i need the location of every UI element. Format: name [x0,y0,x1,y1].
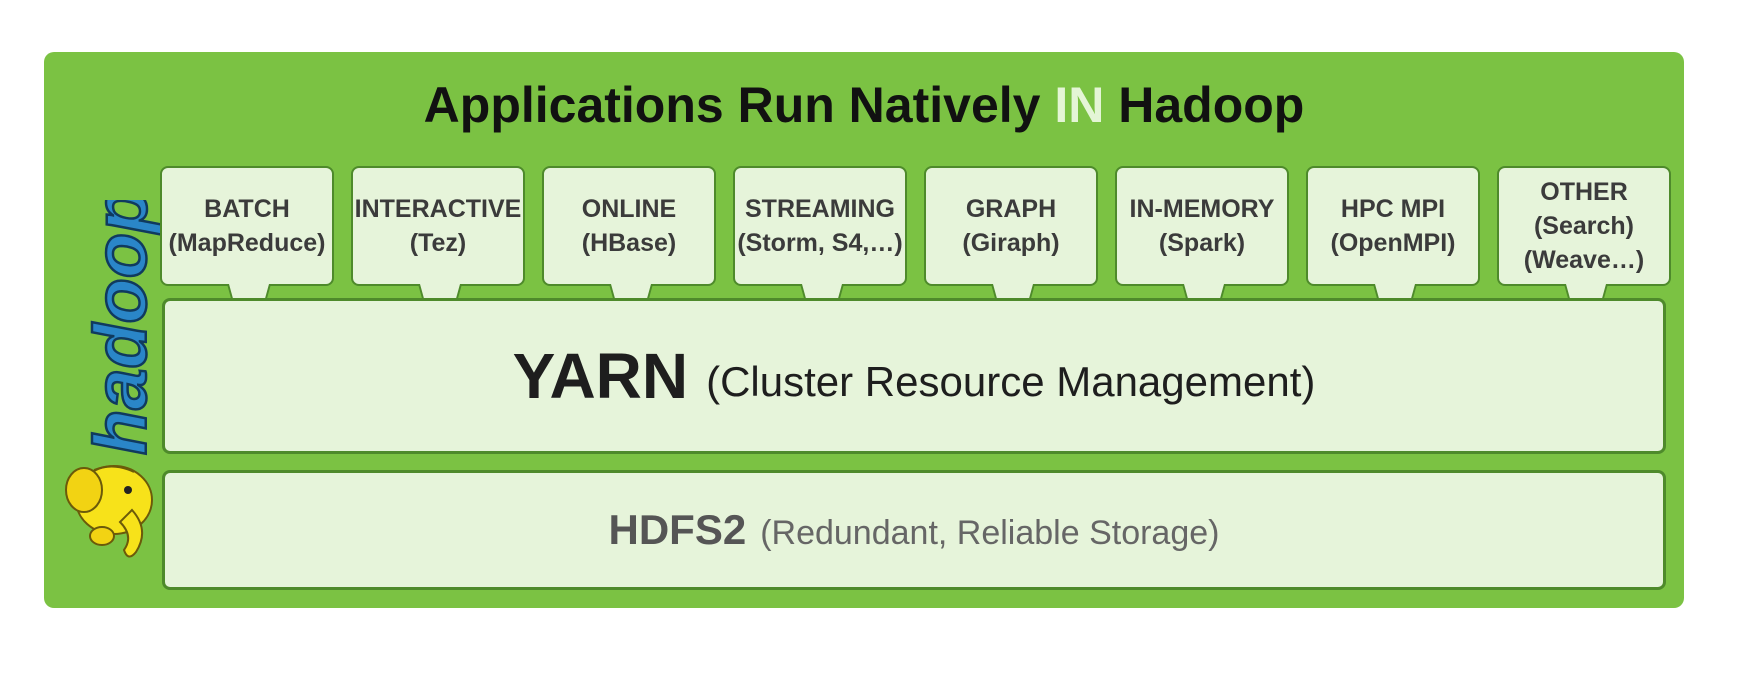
app-box-online: ONLINE (HBase) [542,166,716,319]
app-other-engine-search: (Search) [1533,212,1635,240]
app-streaming-name: STREAMING [745,195,895,223]
app-hpc-mpi-name: HPC MPI [1340,195,1446,223]
hadoop-elephant-icon [65,465,153,558]
app-streaming-engine: (Storm, S4,…) [737,229,903,257]
app-hpc-mpi-engine: (OpenMPI) [1330,229,1456,257]
hadoop-logo: hadoop [54,187,184,570]
app-box-in-memory: IN-MEMORY (Spark) [1115,166,1289,319]
title-part2: Hadoop [1104,77,1305,133]
app-in-memory-engine: (Spark) [1158,229,1246,257]
hdfs-layer: HDFS2 (Redundant, Reliable Storage) [162,470,1666,590]
app-other-name: OTHER [1540,178,1628,206]
title-highlight: IN [1054,77,1105,133]
hadoop-architecture-panel: Applications Run Natively IN Hadoop hado… [44,52,1684,608]
app-graph-engine: (Giraph) [962,229,1060,257]
title-part1: Applications Run Natively [423,77,1055,133]
yarn-description: (Cluster Resource Management) [706,358,1316,405]
app-batch-engine: (MapReduce) [168,229,326,257]
hdfs-description: (Redundant, Reliable Storage) [760,513,1220,552]
hadoop-logo-text: hadoop [79,200,162,455]
app-graph-name: GRAPH [965,195,1057,223]
hdfs-name: HDFS2 [608,506,747,553]
app-in-memory-name: IN-MEMORY [1129,195,1275,223]
app-other-engine-weave: (Weave…) [1523,246,1645,274]
app-box-graph: GRAPH (Giraph) [924,166,1098,319]
yarn-layer: YARN (Cluster Resource Management) [162,298,1666,454]
diagram-title: Applications Run Natively IN Hadoop [44,76,1684,134]
app-box-other: OTHER (Search) (Weave…) [1497,166,1671,319]
app-box-streaming: STREAMING (Storm, S4,…) [733,166,907,319]
app-batch-name: BATCH [204,195,290,223]
app-box-batch: BATCH (MapReduce) [160,166,334,319]
app-online-engine: (HBase) [581,229,677,257]
app-online-name: ONLINE [581,195,677,223]
app-box-interactive: INTERACTIVE (Tez) [351,166,525,319]
app-box-hpc-mpi: HPC MPI (OpenMPI) [1306,166,1480,319]
yarn-name: YARN [512,340,689,412]
app-interactive-name: INTERACTIVE [354,195,522,223]
app-interactive-engine: (Tez) [409,229,467,257]
hadoop-logo-graphic: hadoop [65,187,163,558]
